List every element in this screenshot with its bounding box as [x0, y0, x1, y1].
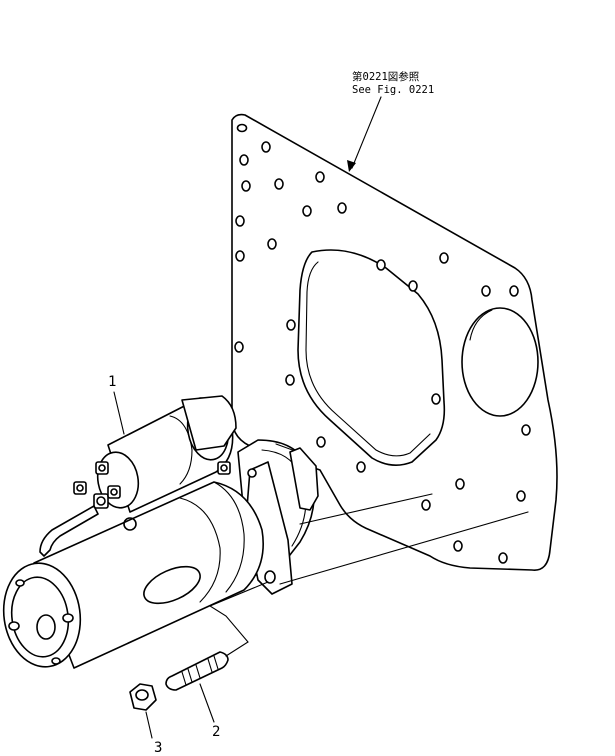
reference-english: See Fig. 0221: [352, 84, 434, 96]
switch-terminals: [73, 461, 231, 509]
yoke-window: [143, 565, 201, 605]
bolt-holes: [234, 123, 531, 564]
plate-window: [297, 249, 446, 466]
mounting-centerline: [279, 511, 529, 585]
callout-1-label: 1: [108, 374, 116, 390]
figure-reference: 第0221図参照 See Fig. 0221: [347, 70, 434, 172]
callout-2-label: 2: [212, 724, 220, 740]
reference-arrowhead: [347, 160, 356, 172]
lead-wire: [39, 505, 99, 557]
reference-leader: [351, 96, 382, 169]
rear-end-cover: [2, 562, 82, 668]
stud-leader-to-flange: [208, 581, 269, 657]
mounting-plate: [231, 113, 558, 571]
callout-3-label: 3: [154, 740, 162, 756]
callout-2: 2: [199, 683, 220, 740]
manufacturer-emblem: [123, 517, 137, 531]
assembly-centerline: [299, 493, 433, 525]
callout-1: 1: [108, 374, 125, 435]
starting-motor: [2, 395, 319, 669]
callout-3: 3: [145, 711, 162, 756]
reference-japanese: 第0221図参照: [352, 70, 420, 83]
stud: [165, 651, 229, 691]
nut: [129, 683, 157, 711]
plate-round-opening: [461, 307, 539, 417]
motor-yoke: [33, 481, 264, 669]
